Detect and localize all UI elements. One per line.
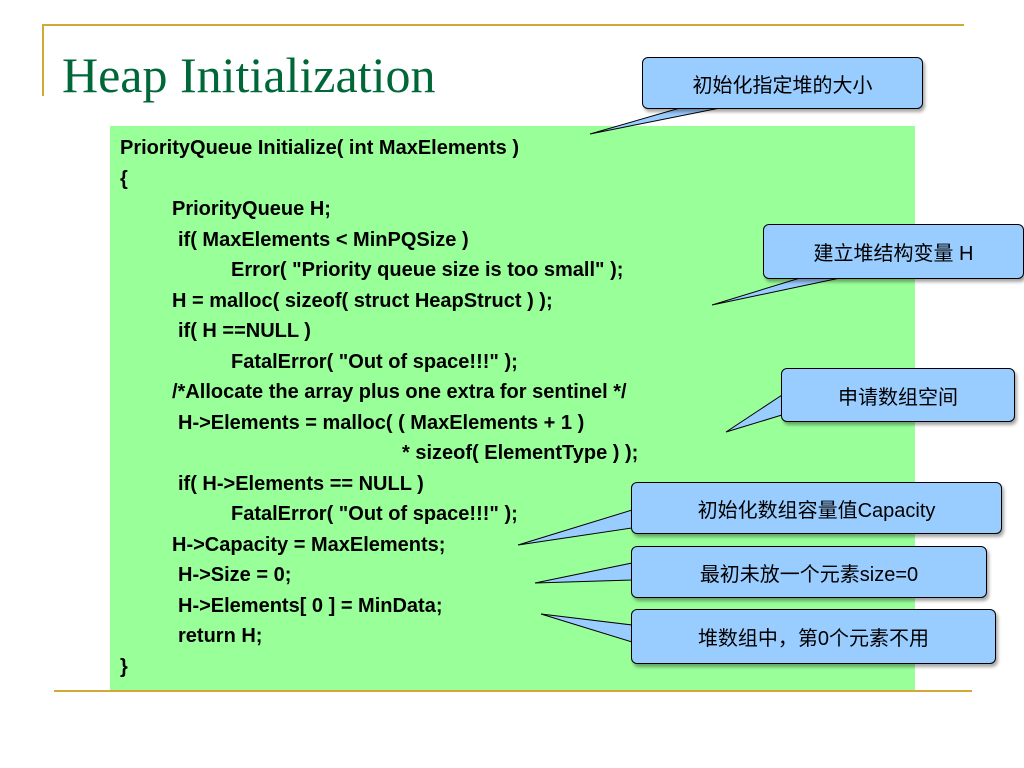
slide-title: Heap Initialization xyxy=(62,47,436,103)
code-line: /*Allocate the array plus one extra for … xyxy=(172,381,627,403)
code-line: PriorityQueue H; xyxy=(172,198,331,220)
callout-capacity: 初始化数组容量值Capacity xyxy=(631,482,1002,534)
code-line: if( H ==NULL ) xyxy=(178,320,311,342)
callout-array-space: 申请数组空间 xyxy=(781,368,1015,422)
code-line: FatalError( "Out of space!!!" ); xyxy=(231,351,518,373)
code-line: PriorityQueue Initialize( int MaxElement… xyxy=(120,137,519,159)
callout-size-zero: 最初未放一个元素size=0 xyxy=(631,546,987,598)
code-line: if( MaxElements < MinPQSize ) xyxy=(178,229,469,251)
code-line: H = malloc( sizeof( struct HeapStruct ) … xyxy=(172,290,553,312)
left-rule xyxy=(42,24,44,96)
code-line: H->Size = 0; xyxy=(178,564,292,586)
callout-pointer xyxy=(725,394,783,433)
callout-pointer xyxy=(589,107,721,135)
code-line: if( H->Elements == NULL ) xyxy=(178,473,424,495)
callout-heap-struct: 建立堆结构变量 H xyxy=(763,224,1024,279)
callout-pointer xyxy=(540,613,633,643)
code-line: H->Capacity = MaxElements; xyxy=(172,534,446,556)
code-line: } xyxy=(120,656,128,678)
code-line: FatalError( "Out of space!!!" ); xyxy=(231,503,518,525)
code-line: * sizeof( ElementType ) ); xyxy=(402,442,639,464)
callout-pointer xyxy=(711,277,841,306)
code-line: { xyxy=(120,168,128,190)
callout-pointer xyxy=(534,562,633,584)
callout-pointer xyxy=(517,509,633,546)
code-line: H->Elements = malloc( ( MaxElements + 1 … xyxy=(178,412,585,434)
top-rule xyxy=(42,24,964,26)
callout-element-zero: 堆数组中，第0个元素不用 xyxy=(631,609,996,664)
code-line: H->Elements[ 0 ] = MinData; xyxy=(178,595,443,617)
code-line: Error( "Priority queue size is too small… xyxy=(231,259,624,281)
callout-heap-size: 初始化指定堆的大小 xyxy=(642,57,923,109)
bottom-rule xyxy=(54,690,972,692)
code-line: return H; xyxy=(178,625,263,647)
